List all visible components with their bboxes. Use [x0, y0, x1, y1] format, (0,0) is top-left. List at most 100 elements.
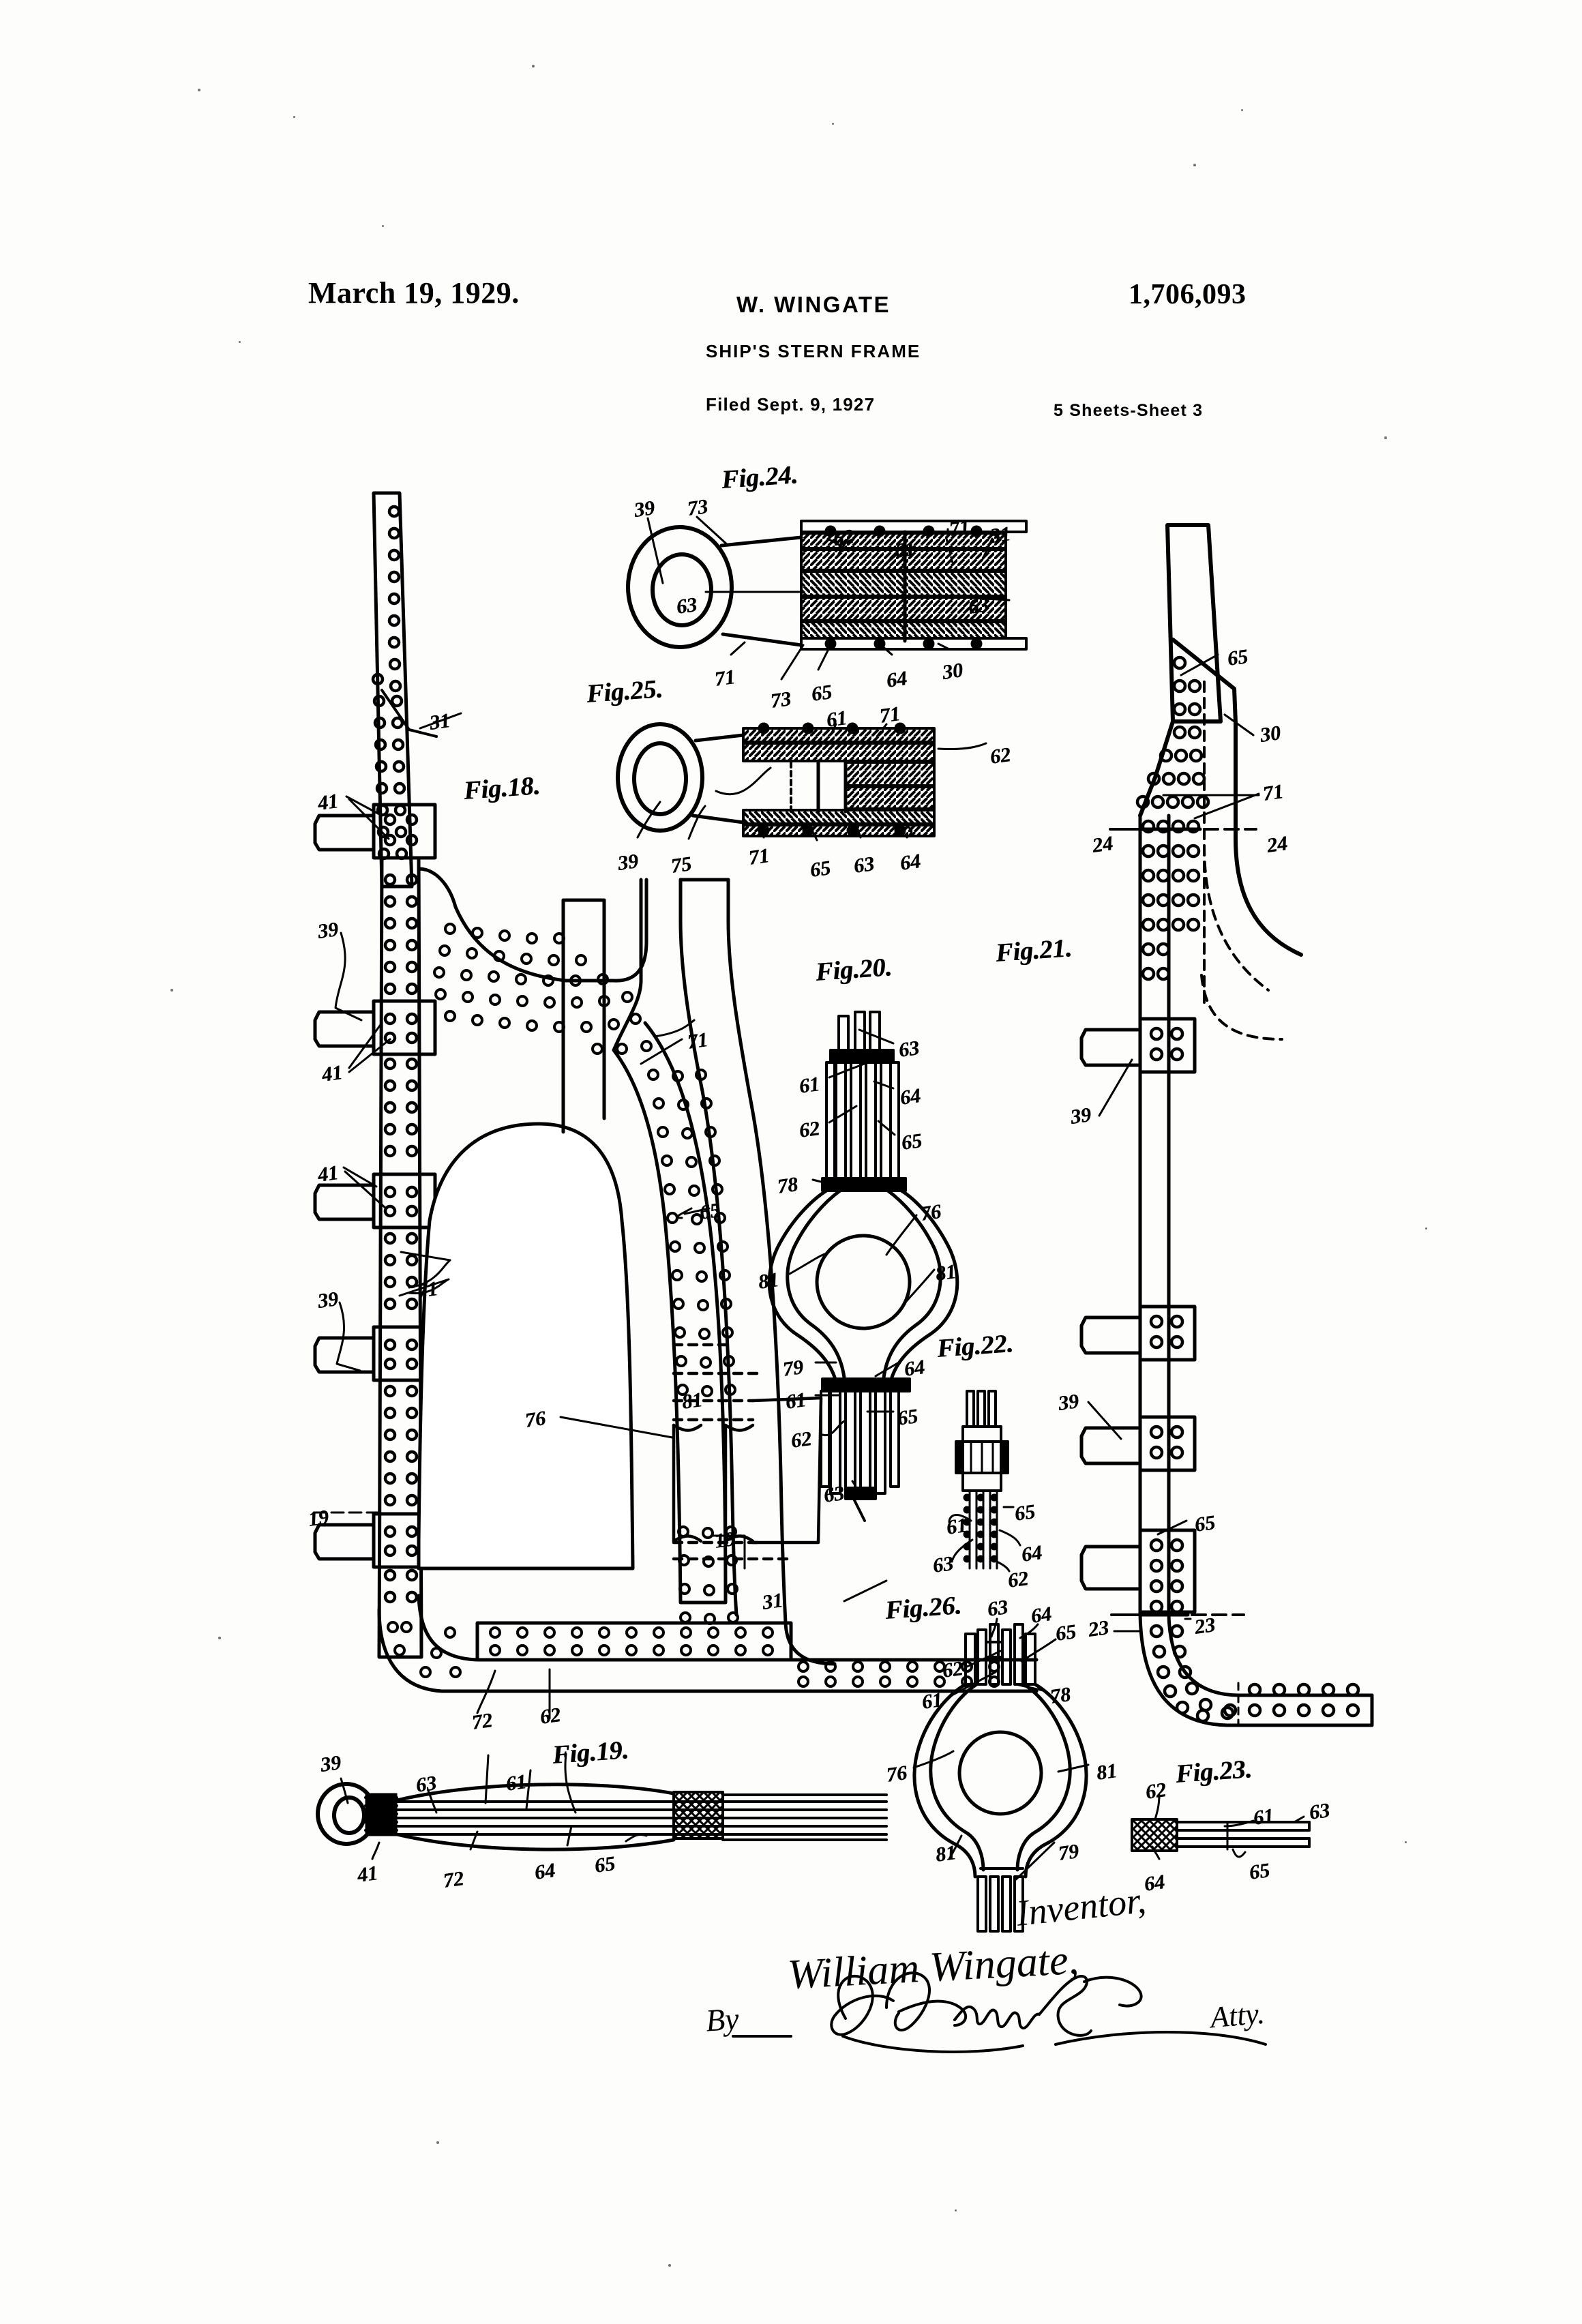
ref-numeral-fig19-63-1: 63 [414, 1772, 438, 1797]
ref-numeral-fig24-65-10: 65 [809, 681, 834, 706]
ref-numeral-fig22-62-4: 62 [1006, 1567, 1030, 1592]
ref-numeral-fig23-63-2: 63 [1307, 1799, 1332, 1824]
attorney-label: Atty. [1209, 1996, 1266, 2035]
ref-numeral-fig26-61-4: 61 [920, 1688, 944, 1714]
ref-numeral-fig24-61-3: 61 [893, 537, 917, 563]
ref-numeral-fig18-62-15: 62 [538, 1703, 563, 1729]
ref-numeral-fig18-41-3: 41 [320, 1061, 344, 1086]
ref-numeral-fig19-65-6: 65 [593, 1852, 617, 1877]
ref-numeral-fig21-24-4: 24 [1265, 832, 1289, 857]
ref-numeral-fig25-64-8: 64 [898, 850, 923, 875]
ref-numeral-fig26-81-7: 81 [1094, 1759, 1119, 1785]
ref-numeral-fig26-79-9: 79 [1056, 1840, 1081, 1865]
caption-fig-21: Fig.21. [994, 934, 1073, 968]
ref-numeral-fig19-64-5: 64 [533, 1859, 557, 1884]
filing-date: Filed Sept. 9, 1927 [706, 394, 876, 415]
patent-title: SHIP'S STERN FRAME [706, 341, 921, 361]
caption-fig-26: Fig.26. [884, 1591, 963, 1625]
ref-numeral-fig20-76-6: 76 [919, 1200, 943, 1225]
ref-numeral-fig21-30-1: 30 [1258, 721, 1283, 747]
ref-numeral-fig22-65-1: 65 [1013, 1500, 1037, 1525]
ref-numeral-fig21-39-5: 39 [1069, 1103, 1093, 1129]
ref-numeral-fig20-78-5: 78 [775, 1173, 800, 1198]
ref-numeral-fig20-79-9: 79 [781, 1356, 805, 1381]
caption-fig-22: Fig.22. [936, 1329, 1015, 1363]
caption-fig-24: Fig.24. [720, 460, 799, 494]
fig-20-drawing [767, 1011, 959, 1522]
ref-numeral-fig24-73-1: 73 [685, 495, 710, 520]
ref-numeral-fig25-63-7: 63 [852, 852, 876, 878]
inventor-surname: W. WINGATE [736, 292, 891, 317]
by-label: By [704, 2001, 741, 2038]
ref-numeral-fig25-65-6: 65 [808, 856, 833, 882]
fig-21-drawing [1079, 523, 1374, 1727]
ref-numeral-fig20-65-12: 65 [895, 1405, 920, 1430]
ref-numeral-fig23-62-0: 62 [1144, 1778, 1168, 1804]
ref-numeral-fig24-62-2: 62 [831, 525, 856, 550]
patent-number: 1,706,093 [1129, 279, 1247, 310]
ref-numeral-fig26-62-3: 62 [940, 1657, 965, 1682]
ref-numeral-fig25-75-4: 75 [669, 852, 693, 878]
ref-numeral-fig18-76-9: 76 [523, 1407, 548, 1432]
fig-22-drawing [948, 1390, 1021, 1573]
ref-numeral-fig24-30-12: 30 [940, 659, 965, 684]
ref-numeral-fig24-63-6: 63 [674, 593, 699, 619]
ref-numeral-fig21-71-2: 71 [1261, 780, 1285, 805]
ref-numeral-fig20-64-10: 64 [902, 1356, 927, 1381]
ref-numeral-fig25-71-5: 71 [747, 844, 771, 869]
ref-numeral-fig21-65-7: 65 [1193, 1511, 1217, 1536]
ref-numeral-fig20-63-14: 63 [822, 1482, 846, 1507]
ref-numeral-fig22-61-0: 61 [944, 1514, 969, 1539]
ref-numeral-fig21-65-0: 65 [1225, 645, 1250, 670]
fig-26-drawing [912, 1618, 1141, 1933]
ref-numeral-fig20-62-3: 62 [797, 1117, 822, 1142]
caption-fig-25: Fig.25. [585, 674, 664, 709]
ref-numeral-fig20-62-13: 62 [789, 1427, 814, 1452]
caption-fig-23: Fig.23. [1174, 1755, 1253, 1789]
ref-numeral-fig20-61-11: 61 [783, 1388, 808, 1414]
ref-numeral-fig18-19-11: 19 [306, 1506, 331, 1531]
caption-fig-18: Fig.18. [462, 771, 541, 805]
fig-25-drawing [616, 722, 987, 841]
ref-numeral-fig24-64-11: 64 [884, 667, 909, 692]
ref-numeral-fig25-71-1: 71 [878, 702, 902, 728]
ref-numeral-fig18-39-5: 39 [316, 1287, 340, 1313]
ref-numeral-fig20-64-2: 64 [898, 1084, 923, 1109]
ref-numeral-fig24-63-7: 63 [966, 593, 991, 619]
ref-numeral-fig25-62-2: 62 [988, 743, 1013, 769]
publication-date: March 19, 1929. [308, 276, 520, 310]
ref-numeral-fig18-41-1: 41 [316, 790, 340, 815]
fig-18-drawing [312, 491, 1039, 1720]
ref-numeral-fig18-39-2: 39 [316, 918, 340, 943]
ref-numeral-fig19-72-4: 72 [441, 1867, 466, 1892]
ref-numeral-fig23-64-4: 64 [1142, 1871, 1167, 1896]
ref-numeral-fig19-41-3: 41 [355, 1862, 380, 1887]
ref-numeral-fig20-81-8: 81 [934, 1260, 958, 1285]
ref-numeral-fig22-63-2: 63 [931, 1552, 955, 1577]
ref-numeral-fig20-63-0: 63 [897, 1037, 921, 1062]
ref-numeral-fig23-65-3: 65 [1247, 1859, 1272, 1884]
ref-numeral-fig19-39-0: 39 [318, 1751, 343, 1776]
ref-numeral-fig19-61-2: 61 [504, 1770, 528, 1796]
ref-numeral-fig21-23-8: 23 [1086, 1616, 1111, 1641]
ref-numeral-fig24-71-8: 71 [713, 666, 737, 691]
sheet-count: 5 Sheets-Sheet 3 [1054, 401, 1204, 420]
ref-numeral-fig18-71-6: 71 [415, 1277, 440, 1302]
ref-numeral-fig18-71-7: 71 [685, 1028, 710, 1054]
ref-numeral-fig25-39-3: 39 [616, 850, 640, 875]
ref-numeral-fig18-19-12: 19 [713, 1528, 737, 1553]
ref-numeral-fig26-63-0: 63 [985, 1596, 1010, 1621]
ref-numeral-fig26-78-5: 78 [1048, 1683, 1073, 1708]
ref-numeral-fig18-31-0: 31 [428, 709, 452, 734]
ref-numeral-fig18-31-13: 31 [760, 1589, 785, 1614]
ref-numeral-fig21-23-9: 23 [1193, 1613, 1217, 1639]
ref-numeral-fig26-65-2: 65 [1054, 1620, 1078, 1645]
ref-numeral-fig18-72-14: 72 [470, 1709, 494, 1734]
ref-numeral-fig26-76-6: 76 [884, 1761, 909, 1787]
ref-numeral-fig18-81-10: 81 [680, 1388, 704, 1414]
ref-numeral-fig18-65-8: 65 [698, 1199, 722, 1224]
fig-23-drawing [1131, 1793, 1311, 1860]
ref-numeral-fig24-73-9: 73 [768, 687, 793, 713]
